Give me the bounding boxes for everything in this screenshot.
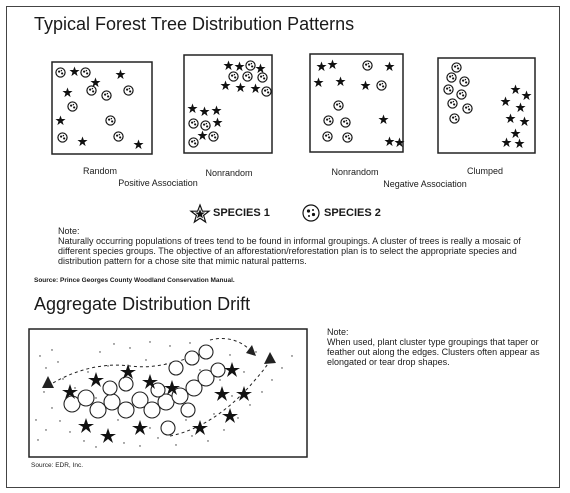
caption-nonrandom-2: Nonrandom <box>331 167 379 177</box>
panel-clumped <box>437 57 536 154</box>
panel-nonrandom-negative <box>309 53 404 153</box>
note-text: Naturally occurring populations of trees… <box>58 236 521 266</box>
caption-clumped: Clumped <box>466 166 504 176</box>
figure-frame <box>6 6 560 488</box>
species-2-legend-icon <box>302 204 320 222</box>
note-text-2: When used, plant cluster type groupings … <box>327 337 540 367</box>
caption-nonrandom-1: Nonrandom <box>205 168 253 178</box>
species-1-legend-icon <box>189 203 211 224</box>
aggregate-drift-panel <box>28 328 308 458</box>
random-pattern-markers <box>55 66 144 150</box>
caption-random: Random <box>82 166 118 176</box>
source-citation-1: Source: Prince Georges County Woodland C… <box>34 277 235 284</box>
panel-random <box>51 61 153 155</box>
source-citation-2: Source: EDR, Inc. <box>31 462 84 469</box>
nonrandom-negative-markers <box>313 59 405 148</box>
legend-species-1: SPECIES 1 <box>213 207 270 219</box>
aggregate-drift-title: Aggregate Distribution Drift <box>34 294 251 314</box>
aggregate-drift-illustration <box>35 337 293 448</box>
note-heading: Note: <box>58 226 80 236</box>
note-heading-2: Note: <box>327 327 349 337</box>
clumped-markers <box>443 62 532 149</box>
legend-species-2: SPECIES 2 <box>324 207 381 219</box>
panel-nonrandom-positive <box>183 54 273 154</box>
nonrandom-positive-markers <box>187 60 272 148</box>
distribution-patterns-title: Typical Forest Tree Distribution Pattern… <box>34 14 355 34</box>
group-label-positive: Positive Association <box>118 178 198 188</box>
group-label-negative: Negative Association <box>383 179 467 189</box>
